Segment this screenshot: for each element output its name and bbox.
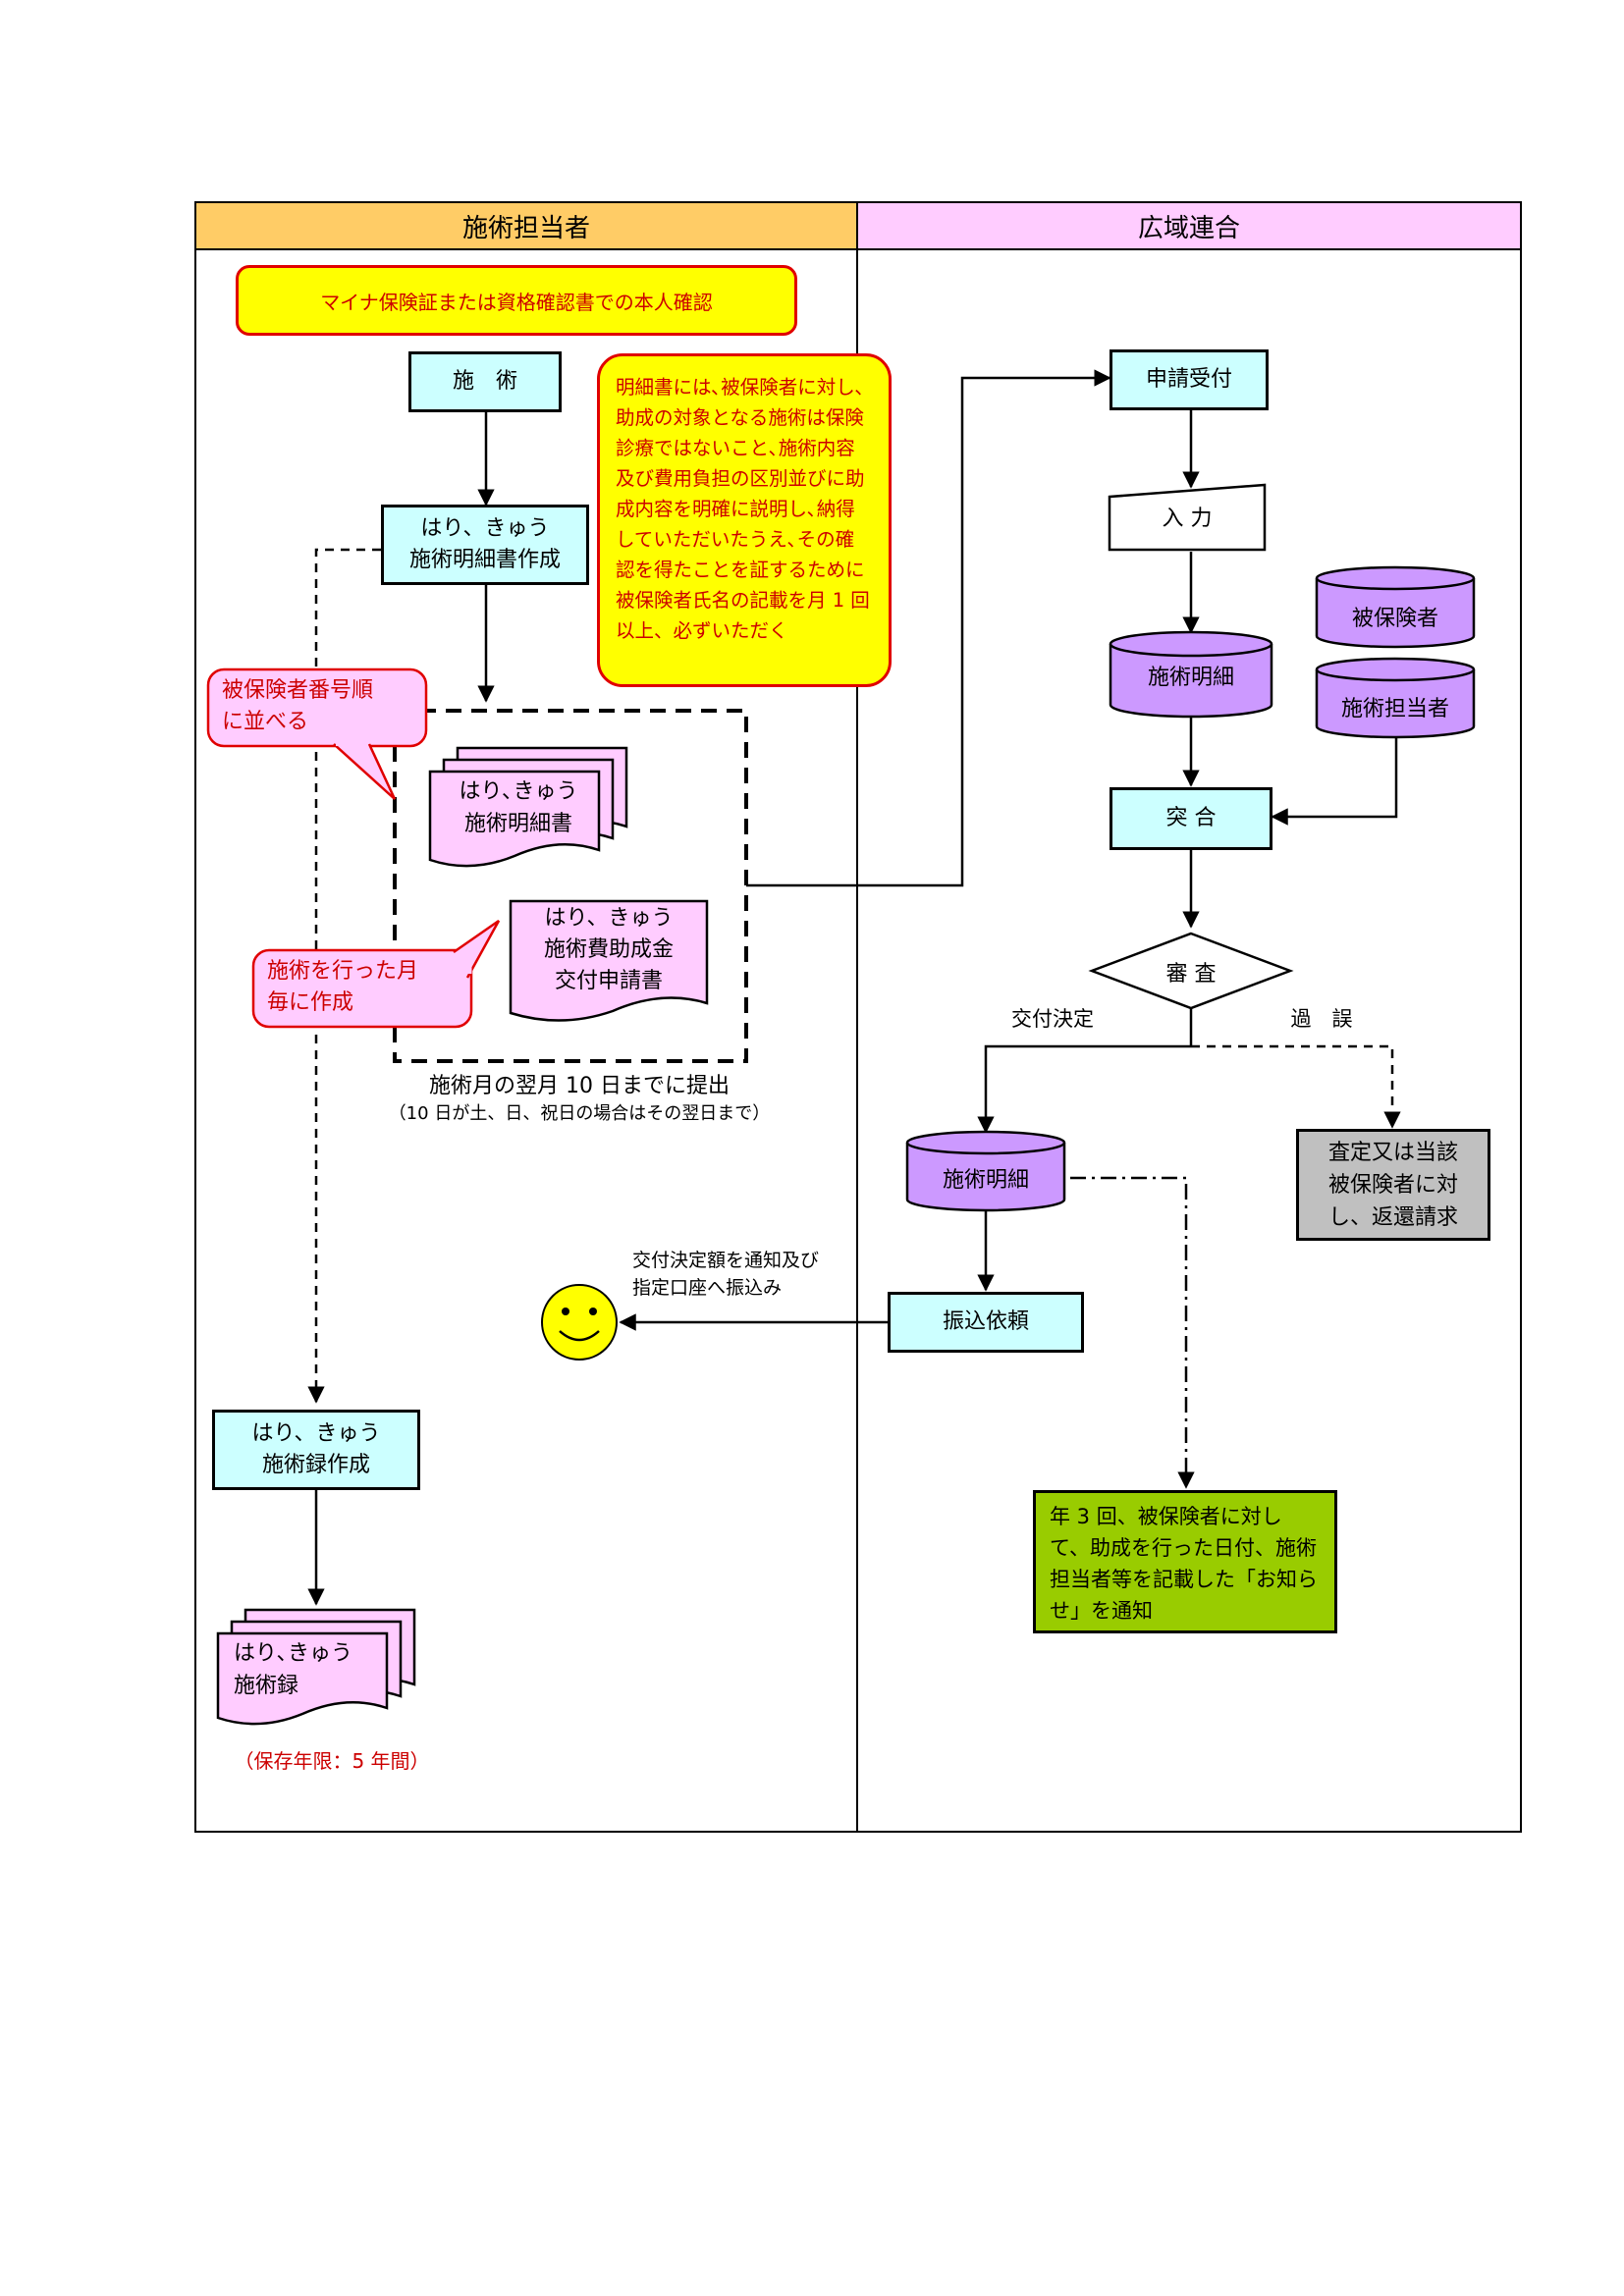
arrow-submit-to-receive (746, 369, 1111, 887)
record-doc-label: はり､きゅう 施術録 (234, 1641, 353, 1698)
db-insured-label: 被保険者 (1351, 607, 1438, 631)
input-shape (1108, 483, 1267, 552)
db-practitioner-cylinder (1315, 657, 1476, 739)
dashed-link-to-record (307, 548, 381, 1404)
insured-smiley-icon (541, 1284, 618, 1361)
notice-box: 年 3 回、被保険者に対して、助成を行った日付、施術 担当者等を記載した「お知ら… (1033, 1490, 1337, 1633)
callout-sort (206, 667, 428, 800)
db-statement-label: 施術明細 (1147, 666, 1234, 690)
create-statement-box: はり、きゅう 施術明細書作成 (381, 505, 589, 585)
refund-box: 査定又は当該 被保険者に対 し、返還請求 (1296, 1129, 1490, 1241)
arrow-masters-to-match (1271, 732, 1398, 826)
sort-note-text: 被保険者番号順 に並べる (222, 678, 374, 734)
review-label: 審 査 (1165, 962, 1217, 987)
db-insured-cylinder (1315, 565, 1476, 649)
branch-error-label: 過 誤 (1290, 1007, 1353, 1031)
lane-divider (856, 201, 858, 1833)
arrow-approve-branch (977, 1044, 1191, 1134)
lane-header-union: 広域連合 (858, 203, 1520, 250)
db-practitioner-label: 施術担当者 (1340, 697, 1449, 721)
input-label: 入 力 (1162, 507, 1213, 531)
swimlane-frame (194, 201, 1522, 1833)
notify-payment-text: 交付決定額を通知及び 指定口座へ振込み (632, 1250, 820, 1299)
db-statement2-cylinder (905, 1130, 1066, 1212)
arrow-db2-to-notice (1070, 1176, 1195, 1489)
treatment-box: 施 術 (408, 351, 562, 412)
monthly-note-text: 施術を行った月 毎に作成 (267, 959, 419, 1015)
application-doc-label: はり、きゅう 施術費助成金 交付申請書 (543, 906, 674, 993)
match-box: 突 合 (1110, 787, 1272, 850)
lane-header-practitioner: 施術担当者 (196, 203, 856, 250)
statement-doc-label: はり､きゅう 施術明細書 (459, 779, 578, 836)
receive-box: 申請受付 (1110, 349, 1269, 410)
arrow-error-branch (1191, 1044, 1401, 1129)
callout-monthly (251, 919, 501, 1029)
deadline-note-text: （10 日が土、日、祝日の場合はその翌日まで） (388, 1103, 771, 1124)
record-document-stack (216, 1608, 416, 1726)
transfer-box: 振込依頼 (888, 1292, 1084, 1353)
retention-text: （保存年限：5 年間） (234, 1749, 430, 1773)
deadline-text: 施術月の翌月 10 日までに提出 (429, 1074, 730, 1098)
db-statement2-label: 施術明細 (942, 1168, 1029, 1193)
application-document (509, 899, 709, 1022)
statement-document-stack (428, 746, 628, 868)
branch-approve-label: 交付決定 (1011, 1007, 1094, 1031)
identity-check-note: マイナ保険証または資格確認書での本人確認 (236, 265, 797, 336)
submission-group-box (393, 709, 748, 1063)
explain-note: 明細書には､被保険者に対し､助成の対象となる施術は保険診療ではないこと､施術内容… (597, 353, 892, 687)
db-statement-cylinder (1109, 630, 1273, 719)
create-record-box: はり、きゅう 施術録作成 (212, 1410, 420, 1490)
